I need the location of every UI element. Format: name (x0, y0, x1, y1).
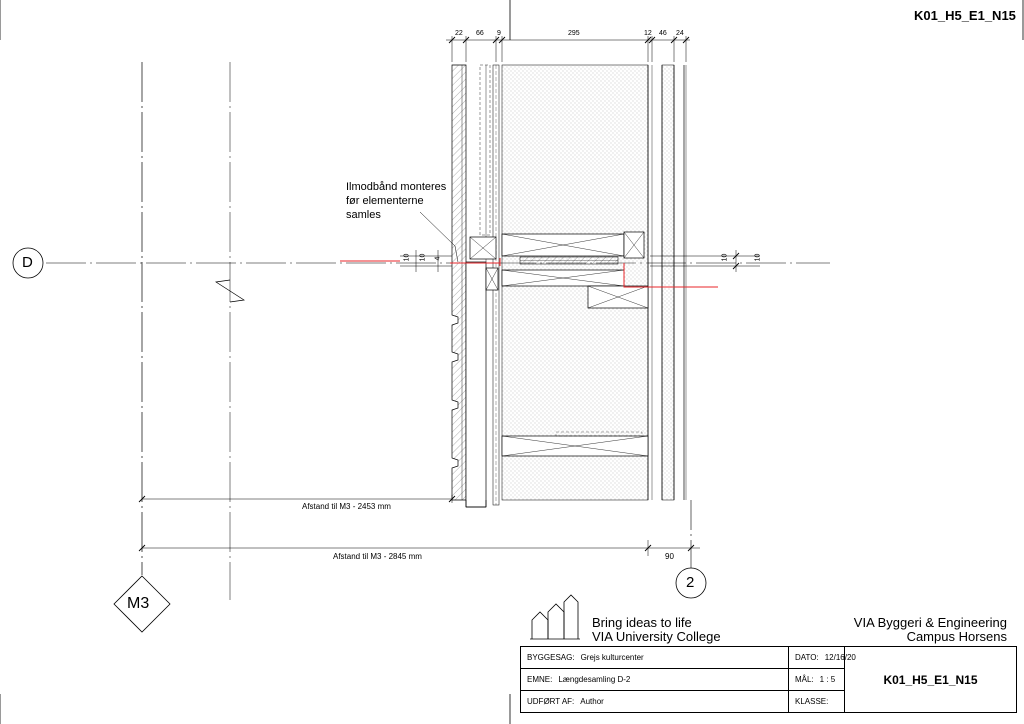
batten-lower (465, 261, 487, 508)
tb-klasse-label: KLASSE: (795, 697, 829, 706)
tb-maal-label: MÅL: (795, 675, 814, 684)
distance-label-2: Afstand til M3 - 2845 mm (333, 552, 422, 561)
tb-byggesag-value: Grejs kulturcenter (580, 653, 644, 662)
dim-left-2: 10 (419, 253, 427, 262)
brand-text: Bring ideas to life VIA University Colle… (592, 616, 721, 644)
outer-cladding (451, 64, 467, 501)
tb-emne-value: Længdesamling D-2 (558, 675, 631, 684)
tb-code: K01_H5_E1_N15 (883, 672, 978, 687)
top-dimension-chain (446, 36, 690, 62)
dim-top-4: 295 (568, 30, 580, 37)
dim-top-2: 66 (476, 30, 484, 37)
note-line-2: før elementerne (346, 195, 424, 207)
tb-maal-value: 1 : 5 (819, 675, 836, 684)
company-text: VIA Byggeri & Engineering Campus Horsens (820, 616, 1007, 644)
distance-label-1: Afstand til M3 - 2453 mm (302, 502, 391, 511)
tb-udfoert: UDFØRT AF: Author (521, 691, 789, 712)
dim-top-7: 24 (676, 30, 684, 37)
dim-left-3: 4 (434, 256, 442, 261)
grid-line-m3 (141, 62, 245, 600)
sheet-code-top: K01_H5_E1_N15 (914, 8, 1016, 23)
tb-byggesag: BYGGESAG: Grejs kulturcenter (521, 647, 789, 669)
distance-lines (138, 495, 700, 556)
dim-top-5: 12 (644, 30, 652, 37)
via-logo (530, 594, 580, 640)
left-dimension-chain (400, 250, 452, 272)
note-text: Ilmodbånd monteres før elementerne samle… (346, 180, 466, 222)
dim-top-6: 46 (659, 30, 667, 37)
tb-dato-value: 12/16/20 (824, 653, 856, 662)
brand-line-1: Bring ideas to life (592, 615, 692, 630)
wall-section (451, 64, 687, 508)
dim-right-1: 10 (721, 253, 729, 262)
company-line-2: Campus Horsens (906, 629, 1007, 644)
dim-top-1: 22 (455, 30, 463, 37)
tb-emne: EMNE: Længdesamling D-2 (521, 669, 789, 691)
tb-udfoert-label: UDFØRT AF: (527, 697, 575, 706)
distance-label-90: 90 (665, 552, 674, 561)
tb-emne-label: EMNE: (527, 675, 553, 684)
membrane-red-lines (340, 258, 718, 288)
tb-dato-label: DATO: (795, 653, 819, 662)
company-line-1: VIA Byggeri & Engineering (853, 615, 1007, 630)
dim-top-3: 9 (497, 30, 501, 37)
note-leader (419, 211, 459, 263)
grid-label-2: 2 (686, 574, 695, 591)
grid-label-m3: M3 (127, 595, 150, 612)
tb-byggesag-label: BYGGESAG: (527, 653, 575, 662)
note-line-1: Ilmodbånd monteres (346, 181, 447, 193)
insulation-field-inner (661, 64, 675, 501)
tb-dato: DATO: 12/16/20 (789, 647, 856, 669)
grid-bubble-d (12, 247, 44, 279)
right-dimension-chain (650, 250, 760, 272)
batten-upper (479, 64, 491, 236)
grid-label-d: D (22, 254, 33, 271)
tb-udfoert-value: Author (580, 697, 604, 706)
tb-klasse: KLASSE: (789, 691, 845, 712)
dim-right-2: 10 (754, 253, 762, 262)
note-line-3: samles (346, 209, 381, 221)
grid-bubble-2 (675, 567, 707, 599)
brand-line-2: VIA University College (592, 629, 721, 644)
dim-left-1: 10 (403, 253, 411, 262)
grid-bubble-m3 (113, 575, 171, 633)
tb-maal: MÅL: 1 : 5 (789, 669, 845, 691)
title-block: BYGGESAG: Grejs kulturcenter DATO: 12/16… (520, 646, 1017, 713)
